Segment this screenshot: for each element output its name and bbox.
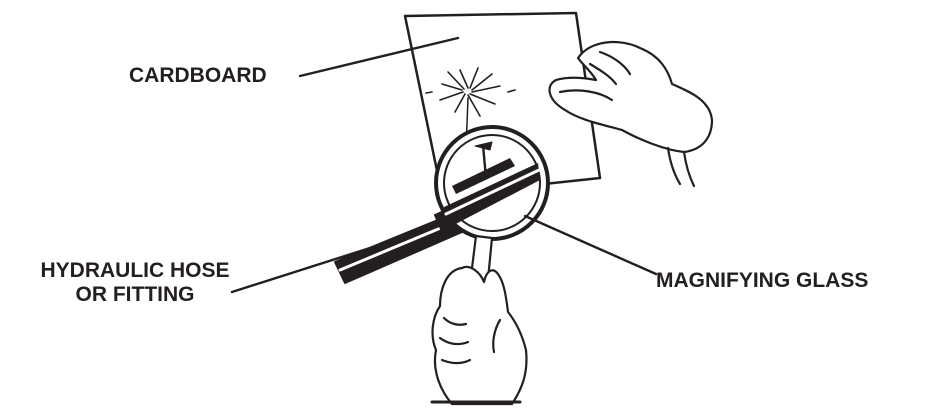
- leader-magnifier: [525, 216, 656, 274]
- label-hydraulic-hose: HYDRAULIC HOSE OR FITTING: [10, 259, 260, 307]
- label-magnifying-glass: MAGNIFYING GLASS: [656, 269, 868, 293]
- left-hand: [432, 267, 526, 404]
- label-hydraulic-hose-line2: OR FITTING: [10, 283, 260, 307]
- label-cardboard: CARDBOARD: [129, 64, 267, 88]
- label-hydraulic-hose-line1: HYDRAULIC HOSE: [10, 259, 260, 283]
